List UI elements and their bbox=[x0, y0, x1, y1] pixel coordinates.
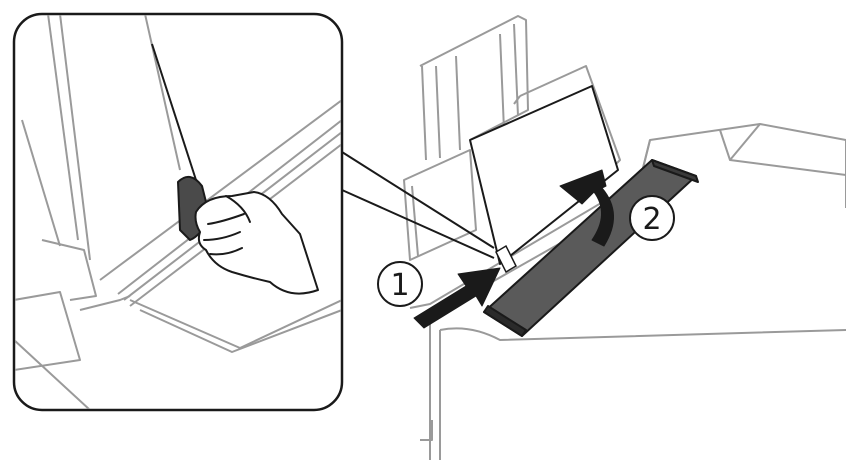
paper-sheet bbox=[469, 85, 619, 265]
curved-arrow-icon bbox=[559, 169, 614, 247]
step-number: 1 bbox=[390, 268, 409, 303]
zoom-pointer bbox=[341, 151, 495, 259]
edge-guide-icon bbox=[495, 244, 517, 274]
printer-front bbox=[429, 320, 441, 460]
step-callout-1: 1 bbox=[377, 261, 423, 307]
push-arrow-icon bbox=[413, 267, 501, 329]
step-callout-2: 2 bbox=[629, 195, 675, 241]
paper-support bbox=[419, 15, 529, 141]
step-number: 2 bbox=[642, 202, 661, 237]
hand-icon bbox=[194, 191, 319, 295]
zoom-inset bbox=[12, 12, 344, 412]
